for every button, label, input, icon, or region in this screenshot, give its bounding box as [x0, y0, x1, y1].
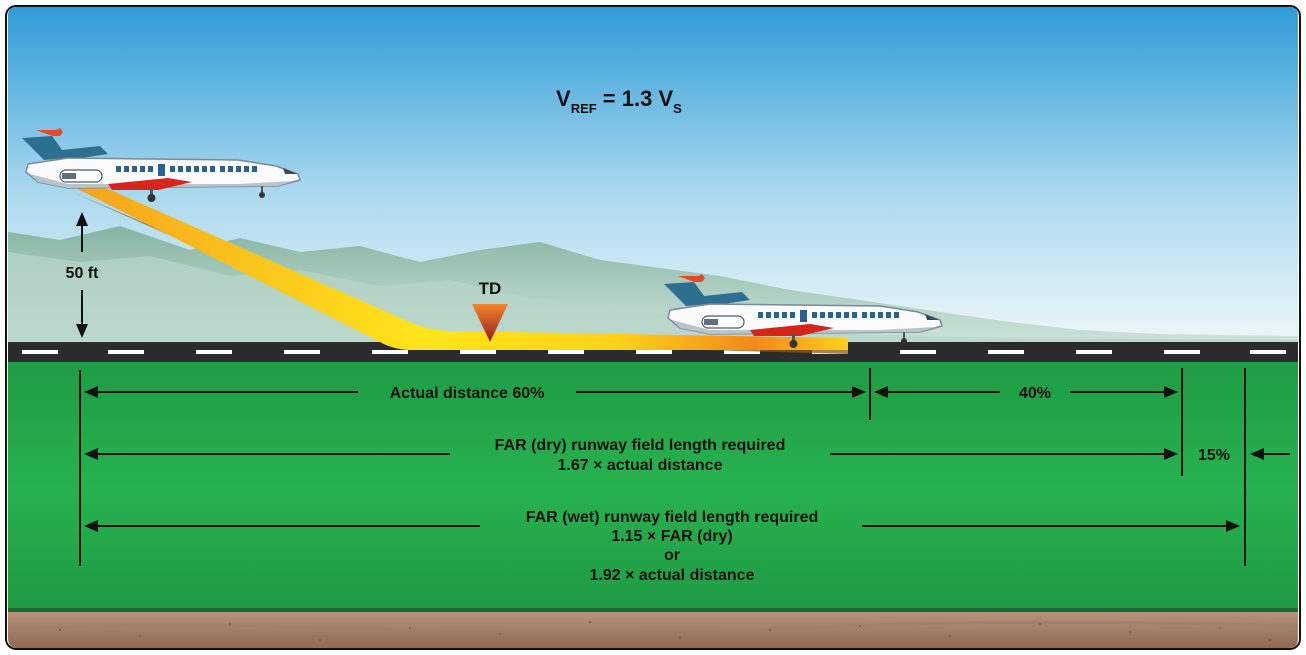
wet-length-formula-2: 1.92 × actual distance: [590, 567, 755, 584]
dimension-arrows: [84, 386, 1290, 532]
height-label: 50 ft: [66, 265, 100, 282]
soil: [8, 612, 1298, 648]
touchdown-marker: [472, 304, 508, 342]
wet-length-title: FAR (wet) runway field length required: [526, 509, 818, 526]
vref-formula: VREF = 1.3 VS: [556, 86, 682, 116]
grass: [8, 362, 1298, 612]
height-dimension: [76, 212, 88, 338]
reference-lines: [79, 368, 1246, 566]
wet-length-formula-1: 1.15 × FAR (dry): [611, 528, 732, 545]
dry-length-formula: 1.67 × actual distance: [558, 457, 723, 474]
remaining-distance-label: 40%: [1019, 385, 1051, 402]
hills-near: [8, 252, 1298, 342]
wet-margin-label: 15%: [1198, 447, 1230, 464]
actual-distance-label: Actual distance 60%: [390, 385, 545, 402]
touchdown-label: TD: [479, 279, 502, 298]
runway-center-dashes: [22, 350, 1286, 354]
dry-length-title: FAR (dry) runway field length required: [495, 437, 786, 454]
wet-length-or: or: [664, 547, 680, 564]
